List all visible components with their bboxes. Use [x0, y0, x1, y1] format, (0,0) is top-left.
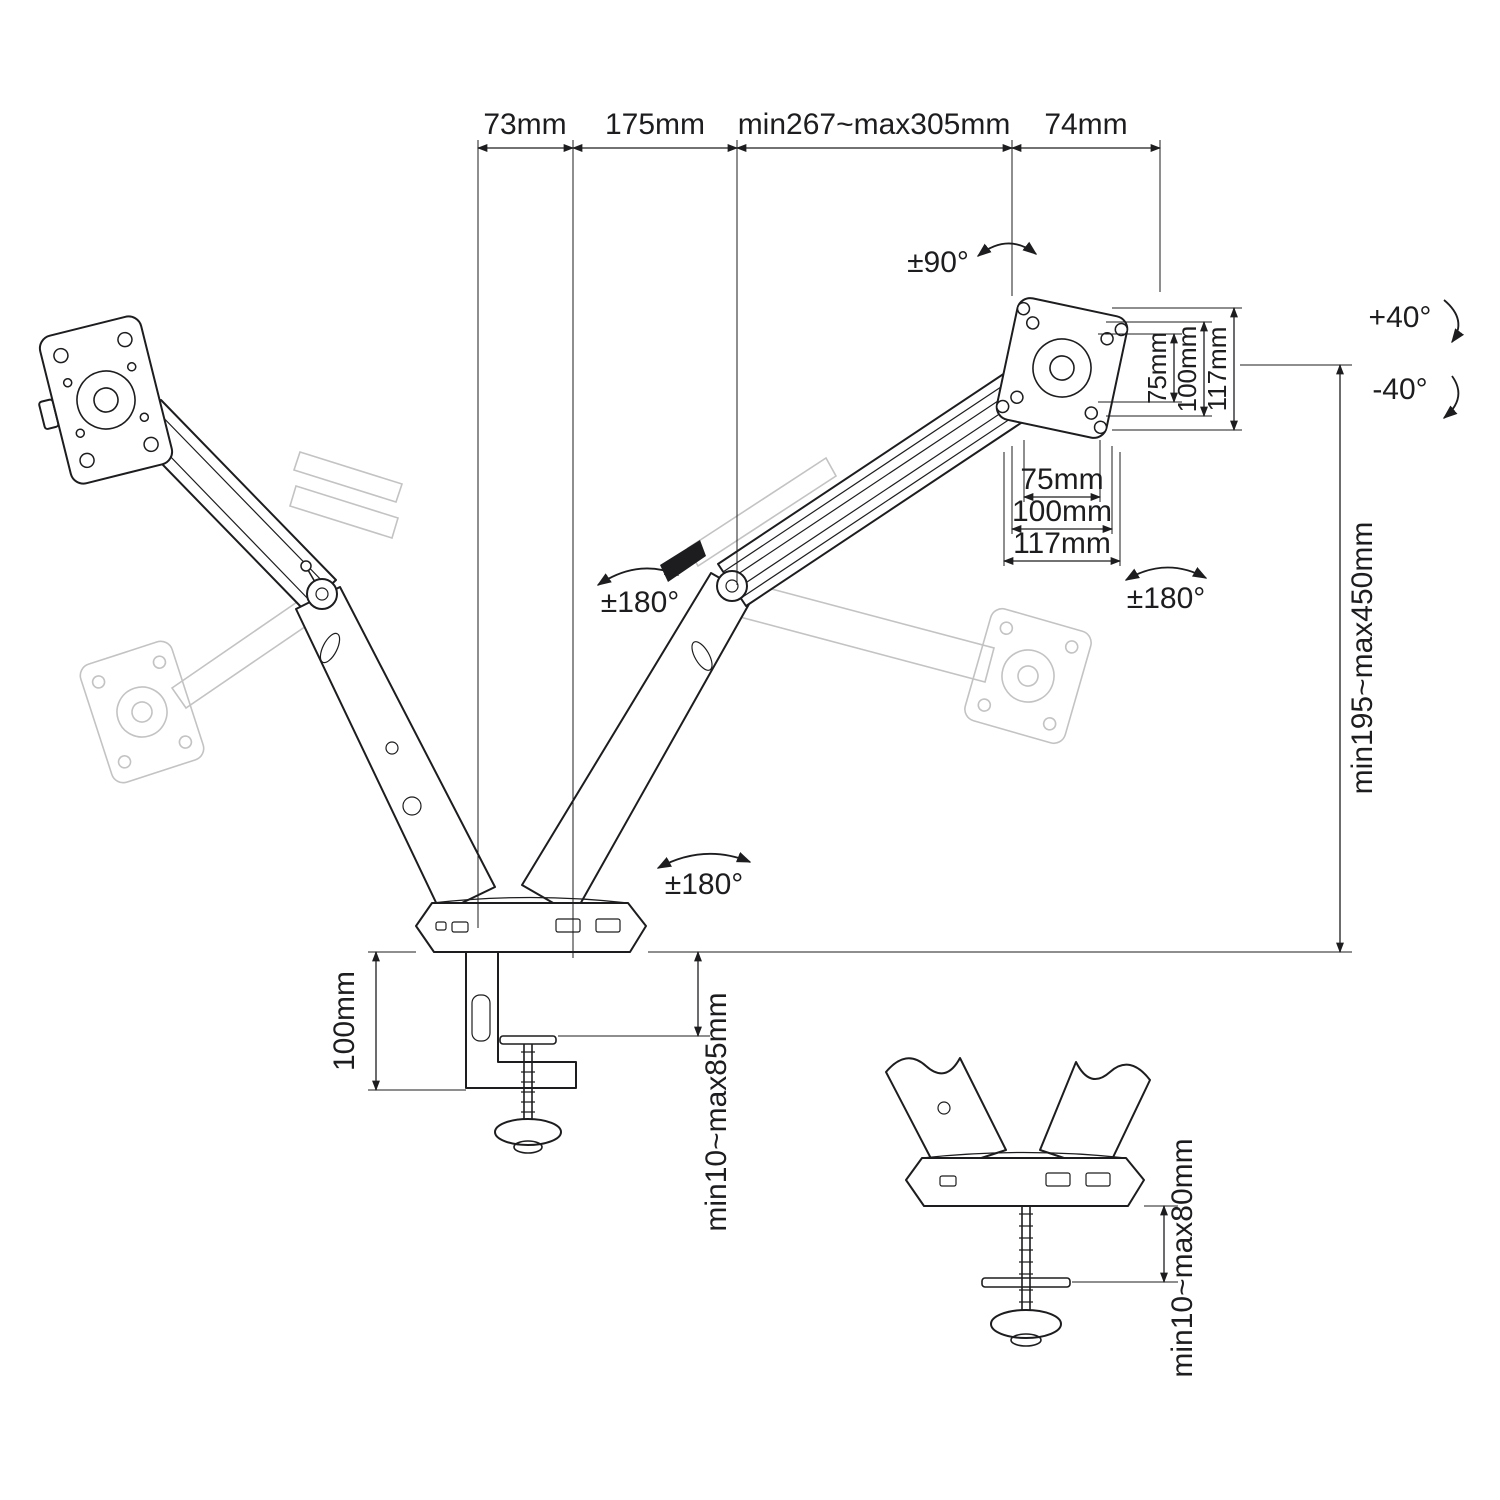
- base-and-clamp: [415, 896, 647, 1154]
- usb-port: [595, 918, 621, 933]
- ghost-vesa-plate-right: [964, 607, 1092, 745]
- clamp-body: [465, 951, 577, 1089]
- detail-left-arm-stub: [885, 1057, 1007, 1173]
- tilt-up-arc: [1443, 299, 1465, 344]
- vesa-vertical-117mm: 117mm: [1202, 327, 1232, 412]
- right-riser-arm: [521, 572, 754, 916]
- angle-label-swivel-base: ±180°: [665, 868, 744, 901]
- swivel-left-arc: [596, 564, 680, 586]
- detail-base-pedestal: [905, 1157, 1145, 1207]
- left-vesa-plate: [38, 315, 174, 485]
- usb-port: [451, 921, 469, 933]
- vesa-horizontal-117mm: 117mm: [1013, 527, 1111, 560]
- grommet-range-label: min10~max80mm: [1166, 1138, 1199, 1377]
- angle-label-tilt-up: +40°: [1369, 301, 1432, 334]
- left-arm-assembly: [38, 315, 496, 914]
- detail-screw-thread: [1019, 1213, 1033, 1303]
- base-detail-view: [885, 1057, 1151, 1347]
- dimension-lines: [368, 140, 1465, 1284]
- ghost-vesa-plate-left: [79, 640, 205, 784]
- dim-label-depth-range: min267~max305mm: [738, 108, 1011, 141]
- right-vesa-plate: [995, 297, 1129, 439]
- vesa-vertical-100mm: 100mm: [1172, 326, 1202, 413]
- detail-mount-plate: [981, 1277, 1071, 1288]
- angle-label-rotation: ±90°: [907, 246, 969, 279]
- clamp-range-label: min10~max85mm: [700, 992, 733, 1231]
- dim-label-175mm: 175mm: [605, 108, 705, 141]
- right-elbow-joint: [716, 570, 748, 602]
- dimension-labels: 73mm 175mm min267~max305mm 74mm ±90° +40…: [328, 108, 1431, 1378]
- swivel-right-arc: [1124, 566, 1208, 581]
- left-riser-arm: [295, 586, 496, 914]
- height-range-label: min195~max450mm: [1346, 522, 1379, 795]
- detail-knob: [990, 1309, 1062, 1339]
- swivel-base-arc: [656, 851, 752, 869]
- dim-label-73mm: 73mm: [483, 108, 566, 141]
- dim-label-74mm: 74mm: [1044, 108, 1127, 141]
- angle-label-swivel-left: ±180°: [601, 586, 680, 619]
- angle-label-swivel-right: ±180°: [1127, 582, 1206, 615]
- vesa-vertical-75mm: 75mm: [1142, 332, 1172, 404]
- left-elbow-joint: [306, 578, 338, 610]
- rotation-arc: [976, 241, 1038, 257]
- tilt-down-arc: [1442, 375, 1460, 419]
- vesa-horizontal-75mm: 75mm: [1020, 463, 1103, 496]
- clamp-screw-thread: [521, 1051, 535, 1113]
- usb-port: [555, 918, 581, 933]
- gas-spring-end-cap: [660, 540, 706, 582]
- vesa-horizontal-100mm: 100mm: [1012, 495, 1112, 528]
- right-arm-assembly: [521, 297, 1129, 916]
- base-pedestal: [415, 902, 647, 953]
- angle-label-tilt-down: -40°: [1372, 373, 1427, 406]
- detail-right-arm-stub: [1039, 1061, 1151, 1173]
- clamp-height-label: 100mm: [328, 971, 361, 1071]
- clamp-knob: [494, 1118, 562, 1146]
- clamp-pad: [499, 1035, 557, 1045]
